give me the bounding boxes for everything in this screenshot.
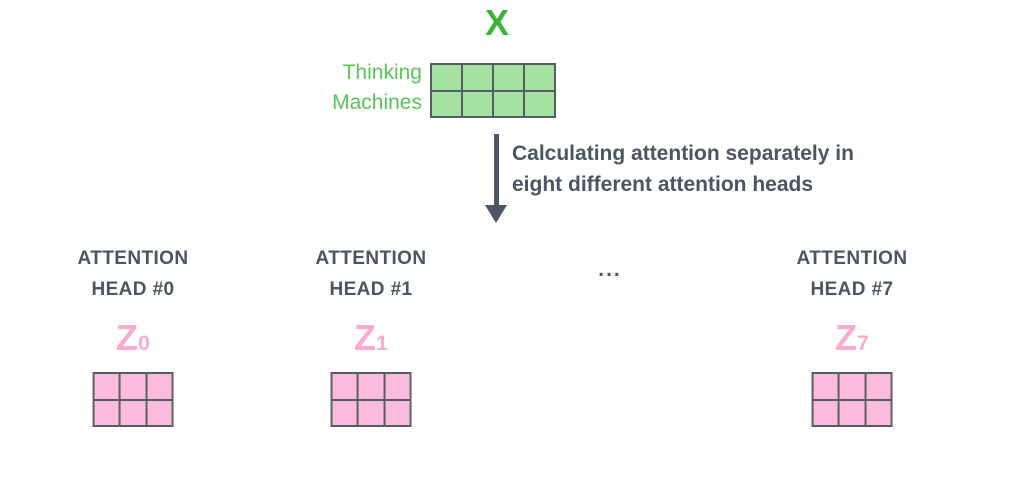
matrix-cell <box>812 399 839 426</box>
attention-head-7-column: ATTENTION HEAD #7 Z7 <box>797 243 908 427</box>
head-title-line-2: HEAD #7 <box>810 279 894 300</box>
input-matrix-grid <box>430 63 556 118</box>
heads-ellipsis: ... <box>598 258 622 281</box>
arrow-caption-line-1: Calculating attention separately in <box>512 142 854 165</box>
matrix-cell <box>838 399 866 426</box>
attention-head-1-column: ATTENTION HEAD #1 Z1 <box>316 243 427 427</box>
z7-matrix-grid <box>811 372 893 427</box>
arrow-caption-line-2: eight different attention heads <box>512 173 814 196</box>
matrix-cell <box>493 90 524 117</box>
z-base: Z <box>353 317 376 358</box>
matrix-cell <box>524 90 555 117</box>
arrow-caption: Calculating attention separately in eigh… <box>512 138 854 200</box>
input-matrix-caption: Thinking Machines <box>222 58 422 118</box>
matrix-cell <box>357 373 385 400</box>
head-title-line-2: HEAD #1 <box>329 279 413 300</box>
matrix-cell <box>119 373 147 400</box>
input-caption-line-2: Machines <box>332 91 422 114</box>
matrix-cell <box>331 399 358 426</box>
attention-head-7-title: ATTENTION HEAD #7 <box>797 243 908 305</box>
input-matrix-label: X <box>484 2 510 43</box>
z1-matrix-grid <box>330 372 412 427</box>
matrix-cell <box>357 399 385 426</box>
z7-label: Z7 <box>835 319 869 361</box>
attention-head-0-column: ATTENTION HEAD #0 Z0 <box>78 243 189 427</box>
z-base: Z <box>115 317 138 358</box>
z-subscript: 0 <box>137 330 150 355</box>
z-subscript: 7 <box>856 330 869 355</box>
head-title-line-2: HEAD #0 <box>91 279 175 300</box>
attention-head-1-title: ATTENTION HEAD #1 <box>316 243 427 305</box>
matrix-cell <box>865 373 892 400</box>
attention-head-0-title: ATTENTION HEAD #0 <box>78 243 189 305</box>
matrix-cell <box>462 90 493 117</box>
matrix-cell <box>812 373 839 400</box>
matrix-cell <box>119 399 147 426</box>
z-subscript: 1 <box>375 330 388 355</box>
z-base: Z <box>834 317 857 358</box>
head-title-line-1: ATTENTION <box>77 248 189 269</box>
matrix-cell <box>146 399 173 426</box>
input-caption-line-1: Thinking <box>342 61 422 84</box>
matrix-cell <box>838 373 866 400</box>
matrix-cell <box>331 373 358 400</box>
z0-label: Z0 <box>116 319 150 361</box>
matrix-cell <box>431 64 462 91</box>
matrix-cell <box>93 399 120 426</box>
matrix-cell <box>384 399 411 426</box>
matrix-cell <box>431 90 462 117</box>
matrix-cell <box>462 64 493 91</box>
matrix-cell <box>524 64 555 91</box>
matrix-cell <box>93 373 120 400</box>
matrix-cell <box>384 373 411 400</box>
matrix-cell <box>865 399 892 426</box>
matrix-cell <box>493 64 524 91</box>
z1-label: Z1 <box>354 319 388 361</box>
down-arrow-icon <box>485 205 507 223</box>
down-arrow-line <box>494 134 499 206</box>
head-title-line-1: ATTENTION <box>796 248 908 269</box>
head-title-line-1: ATTENTION <box>315 248 427 269</box>
z0-matrix-grid <box>92 372 174 427</box>
matrix-cell <box>146 373 173 400</box>
